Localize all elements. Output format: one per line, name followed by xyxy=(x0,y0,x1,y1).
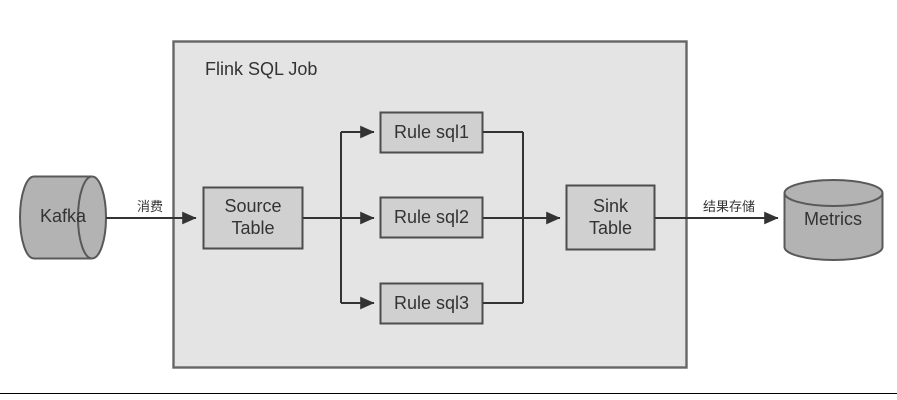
edge-label-result-storage: 结果存储 xyxy=(702,200,755,215)
rule-sql1-node xyxy=(379,111,484,154)
source-table-node xyxy=(202,186,304,250)
rule-sql3-node xyxy=(379,282,484,325)
bottom-divider xyxy=(0,393,897,394)
sink-table-node xyxy=(565,184,656,251)
metrics-node xyxy=(783,179,884,261)
rule-sql2-node xyxy=(379,196,484,239)
kafka-node xyxy=(19,175,107,260)
edge-label-consume: 消费 xyxy=(136,200,163,215)
